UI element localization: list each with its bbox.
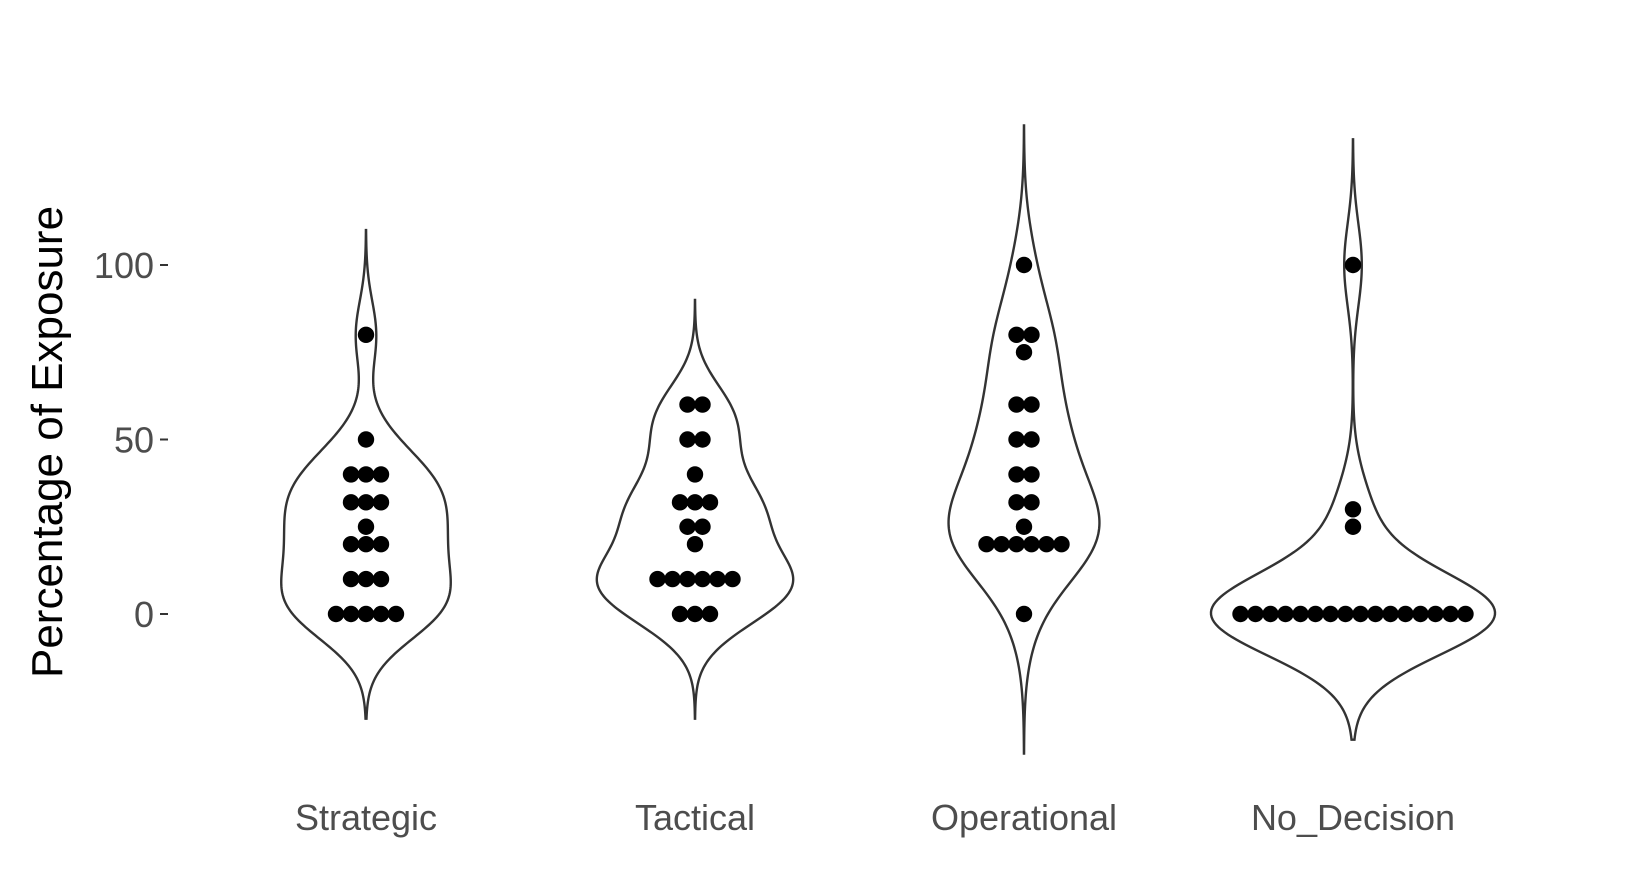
data-point-tactical [679, 431, 696, 448]
data-point-tactical [694, 396, 711, 413]
data-point-no-decision [1337, 605, 1354, 623]
y-axis: 0 50 100 [94, 245, 168, 635]
data-point-no-decision [1344, 501, 1362, 518]
y-tick-label-100: 100 [94, 245, 154, 286]
data-point-no-decision [1322, 605, 1339, 623]
data-point-tactical [686, 536, 704, 553]
data-point-strategic [342, 466, 360, 483]
data-point-tactical [686, 466, 704, 483]
data-point-no-decision [1344, 256, 1362, 274]
data-point-strategic [342, 536, 360, 553]
data-point-operational [1008, 466, 1025, 483]
y-tick-label-0: 0 [134, 594, 154, 635]
data-point-operational [978, 536, 995, 553]
data-point-operational [1008, 396, 1025, 413]
data-point-strategic [357, 326, 375, 343]
data-point-strategic [372, 494, 390, 511]
data-point-tactical [694, 570, 711, 588]
data-point-tactical [679, 570, 696, 588]
data-point-operational [1015, 518, 1033, 535]
data-point-strategic [372, 605, 390, 623]
data-point-tactical [686, 605, 704, 623]
data-point-tactical [679, 396, 696, 413]
data-point-operational [993, 536, 1010, 553]
data-point-operational [1008, 431, 1025, 448]
data-point-tactical [671, 605, 689, 623]
data-point-strategic [357, 518, 375, 535]
data-point-no-decision [1262, 605, 1279, 623]
data-points [327, 256, 1474, 623]
data-point-strategic [357, 494, 375, 511]
data-point-tactical [701, 494, 719, 511]
data-point-strategic [372, 570, 390, 588]
data-point-operational [1008, 494, 1025, 511]
data-point-operational [1023, 431, 1040, 448]
data-point-strategic [357, 536, 375, 553]
x-tick-label-no-decision: No_Decision [1251, 797, 1455, 838]
data-point-tactical [724, 570, 741, 588]
data-point-operational [1023, 494, 1040, 511]
data-point-no-decision [1412, 605, 1429, 623]
x-tick-label-tactical: Tactical [635, 797, 755, 838]
data-point-operational [1023, 466, 1040, 483]
data-point-tactical [694, 518, 711, 535]
data-point-operational [1008, 326, 1025, 343]
violin-operational [947, 124, 1101, 755]
data-point-operational [1038, 536, 1055, 553]
data-point-no-decision [1397, 605, 1414, 623]
data-point-no-decision [1457, 605, 1474, 623]
data-point-operational [1023, 396, 1040, 413]
violins [280, 124, 1497, 755]
y-tick-label-50: 50 [114, 420, 154, 461]
y-axis-title: Percentage of Exposure [23, 206, 72, 678]
x-tick-label-strategic: Strategic [295, 797, 437, 838]
data-point-no-decision [1232, 605, 1249, 623]
data-point-no-decision [1292, 605, 1309, 623]
x-tick-label-operational: Operational [931, 797, 1117, 838]
data-point-no-decision [1344, 518, 1362, 535]
violin-strategic [280, 228, 452, 720]
data-point-operational [1015, 344, 1033, 361]
data-point-no-decision [1367, 605, 1384, 623]
data-point-strategic [357, 605, 375, 623]
data-point-tactical [671, 494, 689, 511]
data-point-no-decision [1352, 605, 1369, 623]
data-point-strategic [387, 605, 405, 623]
data-point-tactical [694, 431, 711, 448]
data-point-strategic [357, 431, 375, 448]
data-point-operational [1008, 536, 1025, 553]
data-point-strategic [342, 570, 360, 588]
data-point-tactical [664, 570, 681, 588]
data-point-strategic [372, 536, 390, 553]
data-point-strategic [327, 605, 345, 623]
data-point-strategic [342, 494, 360, 511]
data-point-operational [1015, 605, 1033, 623]
data-point-no-decision [1247, 605, 1264, 623]
data-point-strategic [372, 466, 390, 483]
data-point-no-decision [1382, 605, 1399, 623]
data-point-operational [1053, 536, 1070, 553]
data-point-tactical [686, 494, 704, 511]
data-point-tactical [649, 570, 666, 588]
data-point-no-decision [1307, 605, 1324, 623]
data-point-no-decision [1442, 605, 1459, 623]
data-point-operational [1015, 256, 1033, 274]
data-point-strategic [357, 466, 375, 483]
x-axis: Strategic Tactical Operational No_Decision [295, 797, 1455, 838]
data-point-operational [1023, 536, 1040, 553]
data-point-tactical [709, 570, 726, 588]
data-point-strategic [357, 570, 375, 588]
data-point-tactical [701, 605, 719, 623]
data-point-operational [1023, 326, 1040, 343]
violin-tactical [595, 298, 795, 720]
violin-no-decision [1209, 138, 1497, 741]
data-point-no-decision [1277, 605, 1294, 623]
data-point-tactical [679, 518, 696, 535]
data-point-strategic [342, 605, 360, 623]
data-point-no-decision [1427, 605, 1444, 623]
